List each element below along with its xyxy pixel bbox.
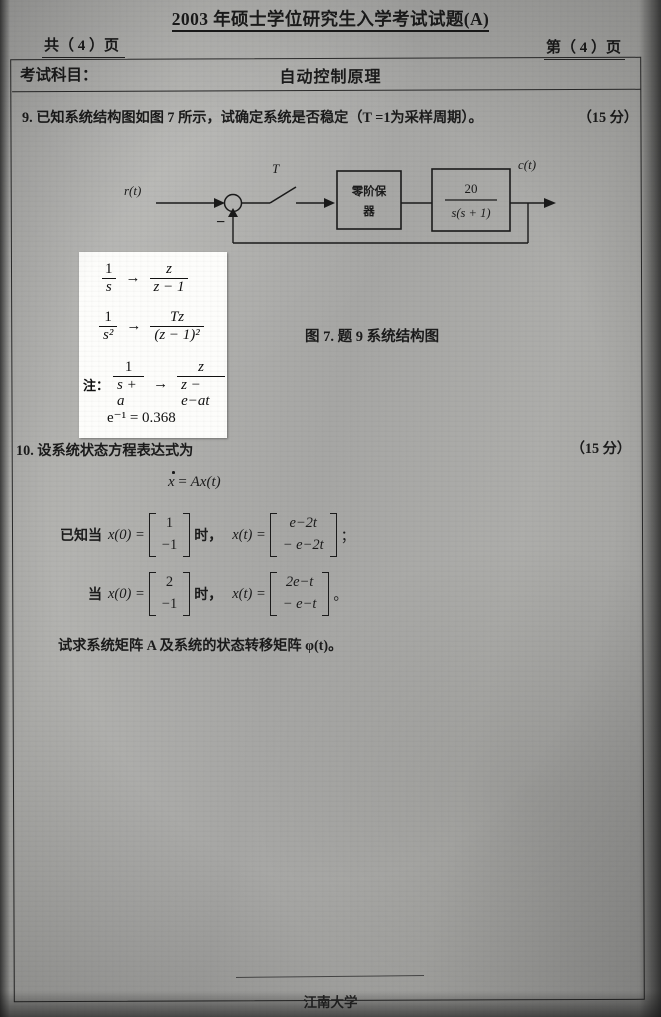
condition-1-lead: 已知当 — [60, 527, 102, 543]
condition-2-x0-element-1: 2 — [165, 574, 174, 591]
system-block-diagram: r(t) − T 零阶保 器 20 s(s + 1) — [120, 155, 560, 255]
condition-1-punct: ； — [340, 528, 356, 545]
condition-1-xt-element-1: e−2t — [289, 515, 317, 532]
condition-1-x0-element-2: −1 — [161, 537, 178, 553]
z-pair-1-right-num: z — [166, 261, 172, 277]
z-transform-pair-3: 注： 1 s + a → z z − e−at — [83, 359, 227, 409]
page-number: 第（ 4 ）页 — [543, 36, 625, 60]
condition-1-xt-element-2: − e−2t — [282, 537, 324, 553]
z-pair-3-left-den: s + a — [113, 376, 145, 409]
z-transform-pair-1: 1 s → z z − 1 — [99, 261, 190, 296]
z-pair-1-left-den: s — [101, 278, 116, 295]
diagram-output-label: c(t) — [518, 157, 536, 172]
z-pair-2-right-den: (z − 1)² — [150, 326, 204, 343]
question-9-points: （15 分） — [577, 110, 638, 126]
question-10-points: （15 分） — [570, 441, 631, 457]
question-9-text: （15 分） 9. 已知系统结构图如图 7 所示，试确定系统是否稳定（T =1为… — [22, 107, 638, 127]
condition-row-2: 当 x(0) = 2 −1 时， x(t) = 2e−t − e−t 。 — [88, 572, 348, 616]
condition-2-xt-vector: 2e−t − e−t — [269, 572, 330, 616]
condition-1-x0-label: x(0) = — [108, 526, 145, 543]
maps-to-arrow-2: → — [126, 318, 142, 335]
state-equation: x = Ax(t) — [168, 471, 221, 490]
z-transform-constant: e⁻¹ = 0.368 — [107, 410, 176, 426]
condition-1-when: 时， — [194, 527, 223, 543]
condition-2-lead: 当 — [88, 586, 102, 602]
condition-2-x0-vector: 2 −1 — [148, 572, 191, 616]
z-pair-3-right-den: z − e−at — [177, 376, 225, 409]
condition-1-xt-label: x(t) = — [232, 526, 266, 543]
subject-label: 考试科目： — [20, 67, 98, 84]
condition-2-xt-element-1: 2e−t — [285, 574, 314, 591]
plant-denominator: s(s + 1) — [452, 206, 491, 220]
page-title-text: 2003 年硕士学位研究生入学考试试题(A) — [171, 9, 490, 32]
z-pair-3-right-num: z — [198, 359, 204, 375]
z-pair-3-left-num: 1 — [124, 359, 133, 375]
question-10-heading: 10. 设系统状态方程表达式为 — [16, 443, 194, 459]
sampler-period-label: T — [272, 161, 280, 176]
figure-7-caption: 图 7. 题 9 系统结构图 — [305, 329, 440, 345]
condition-row-1: 已知当 x(0) = 1 −1 时， x(t) = e−2t − e−2t ； — [60, 513, 355, 557]
condition-2-xt-label: x(t) = — [232, 585, 266, 602]
plant-numerator: 20 — [465, 181, 478, 196]
maps-to-arrow-1: → — [125, 270, 141, 287]
condition-2-punct: 。 — [333, 587, 348, 604]
condition-2-when: 时， — [194, 586, 223, 602]
condition-1-xt-vector: e−2t − e−2t — [269, 513, 337, 557]
condition-2-x0-element-2: −1 — [161, 596, 178, 612]
maps-to-arrow-3: → — [153, 375, 169, 392]
z-pair-2-right-num: Tz — [169, 309, 185, 325]
zoh-block-label-line2: 器 — [362, 205, 375, 218]
zoh-block-label-line1: 零阶保 — [351, 184, 387, 198]
z-transform-pair-2: 1 s² → Tz (z − 1)² — [97, 309, 206, 344]
question-10-tail: 试求系统矩阵 A 及系统的状态转移矩阵 φ(t)。 — [58, 638, 343, 654]
z-pair-2-left-num: 1 — [104, 309, 112, 325]
subject-value: 自动控制原理 — [279, 69, 382, 86]
pages-total: 共（ 4 ）页 — [42, 34, 126, 58]
condition-2-xt-element-2: − e−t — [282, 596, 317, 612]
condition-1-x0-element-1: 1 — [165, 515, 174, 532]
z-pair-1-right-den: z − 1 — [149, 278, 189, 295]
page-title: 2003 年硕士学位研究生入学考试试题(A) — [0, 6, 661, 32]
z-pair-2-left-den: s² — [99, 326, 118, 343]
question-9-body: 9. 已知系统结构图如图 7 所示，试确定系统是否稳定（T =1为采样周期）。 — [22, 110, 483, 126]
z-transform-note-box: 1 s → z z − 1 1 s² → Tz (z − 1)² — [79, 252, 227, 438]
note-prefix: 注： — [83, 377, 110, 393]
footer-institution: 江南大学 — [303, 995, 358, 1010]
condition-2-x0-label: x(0) = — [108, 585, 145, 602]
z-pair-1-left-num: 1 — [105, 261, 113, 277]
condition-1-x0-vector: 1 −1 — [148, 513, 191, 557]
summing-minus-sign: − — [216, 214, 225, 231]
diagram-input-label: r(t) — [124, 183, 141, 198]
scan-edge-left — [0, 0, 10, 1017]
